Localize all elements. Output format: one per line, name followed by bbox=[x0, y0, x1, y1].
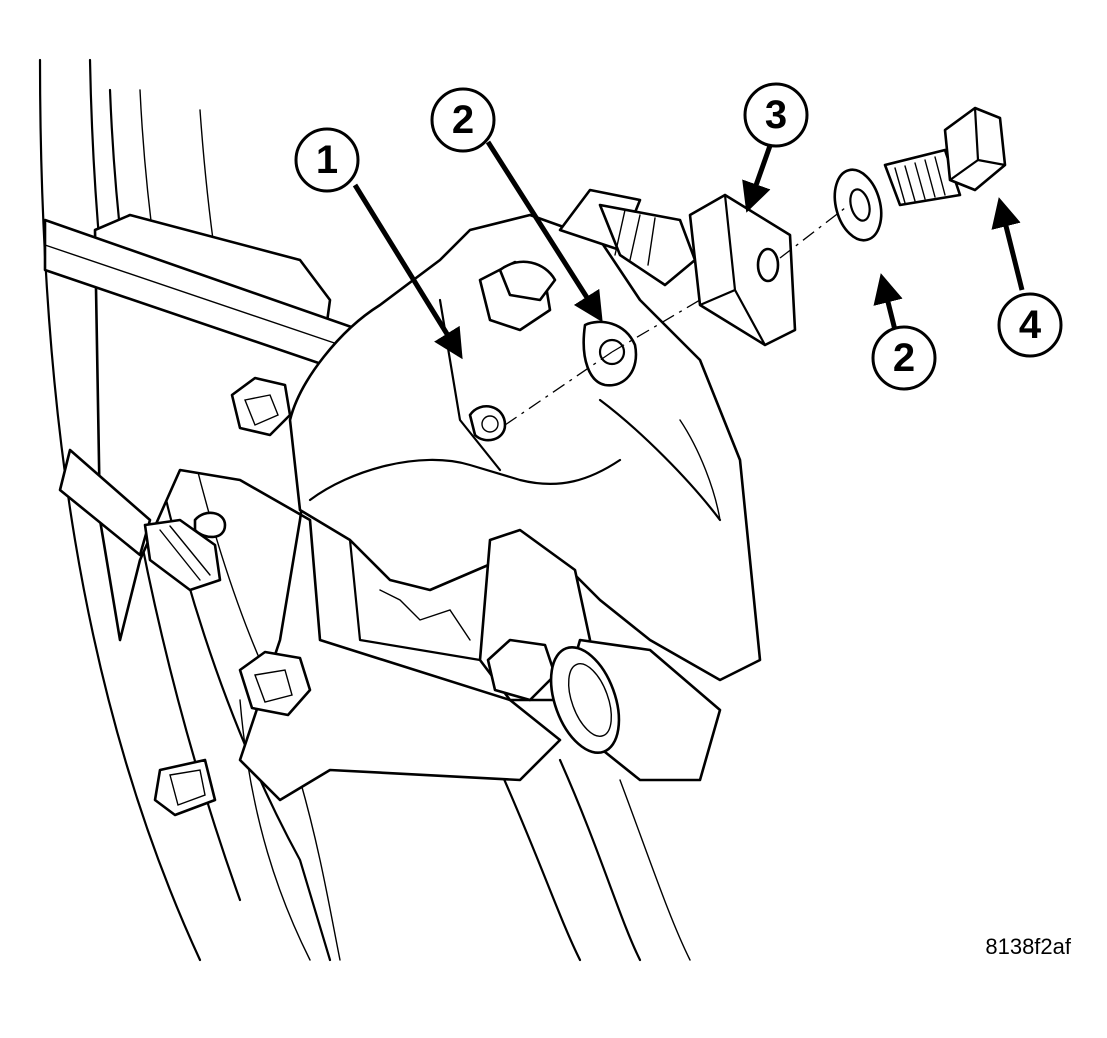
arrow-2-upper bbox=[485, 140, 603, 323]
callout-1: 1 bbox=[294, 127, 360, 193]
brake-hose bbox=[558, 188, 697, 287]
wheel-speed-sensor bbox=[549, 638, 722, 782]
callout-2-lower-label: 2 bbox=[893, 336, 915, 380]
arrow-2-lower bbox=[873, 273, 903, 331]
caliper-upper-bolt bbox=[230, 376, 292, 437]
arrow-1 bbox=[352, 183, 463, 360]
arrow-4 bbox=[991, 197, 1025, 291]
leader-arrows bbox=[352, 139, 1025, 360]
figure-id-code: 8138f2af bbox=[985, 934, 1071, 959]
callout-2-lower: 2 bbox=[871, 325, 937, 391]
callout-4: 4 bbox=[997, 292, 1063, 358]
callout-3: 3 bbox=[743, 82, 809, 148]
alignment-lines bbox=[504, 207, 846, 426]
left-hose-fitting bbox=[58, 448, 222, 592]
callout-2-upper-label: 2 bbox=[452, 98, 474, 142]
banjo-fitting bbox=[688, 193, 797, 347]
callout-3-label: 3 bbox=[765, 93, 787, 137]
callout-1-label: 1 bbox=[316, 138, 338, 182]
banjo-bolt bbox=[883, 106, 1007, 207]
knuckle-bolt-lower bbox=[153, 758, 217, 817]
bracket-lower-bolt bbox=[238, 650, 312, 717]
copper-washer-outer bbox=[833, 168, 883, 242]
callout-4-label: 4 bbox=[1019, 303, 1042, 347]
arrow-3 bbox=[742, 139, 775, 213]
callout-2-upper: 2 bbox=[430, 87, 496, 153]
brake-caliper bbox=[288, 213, 762, 702]
